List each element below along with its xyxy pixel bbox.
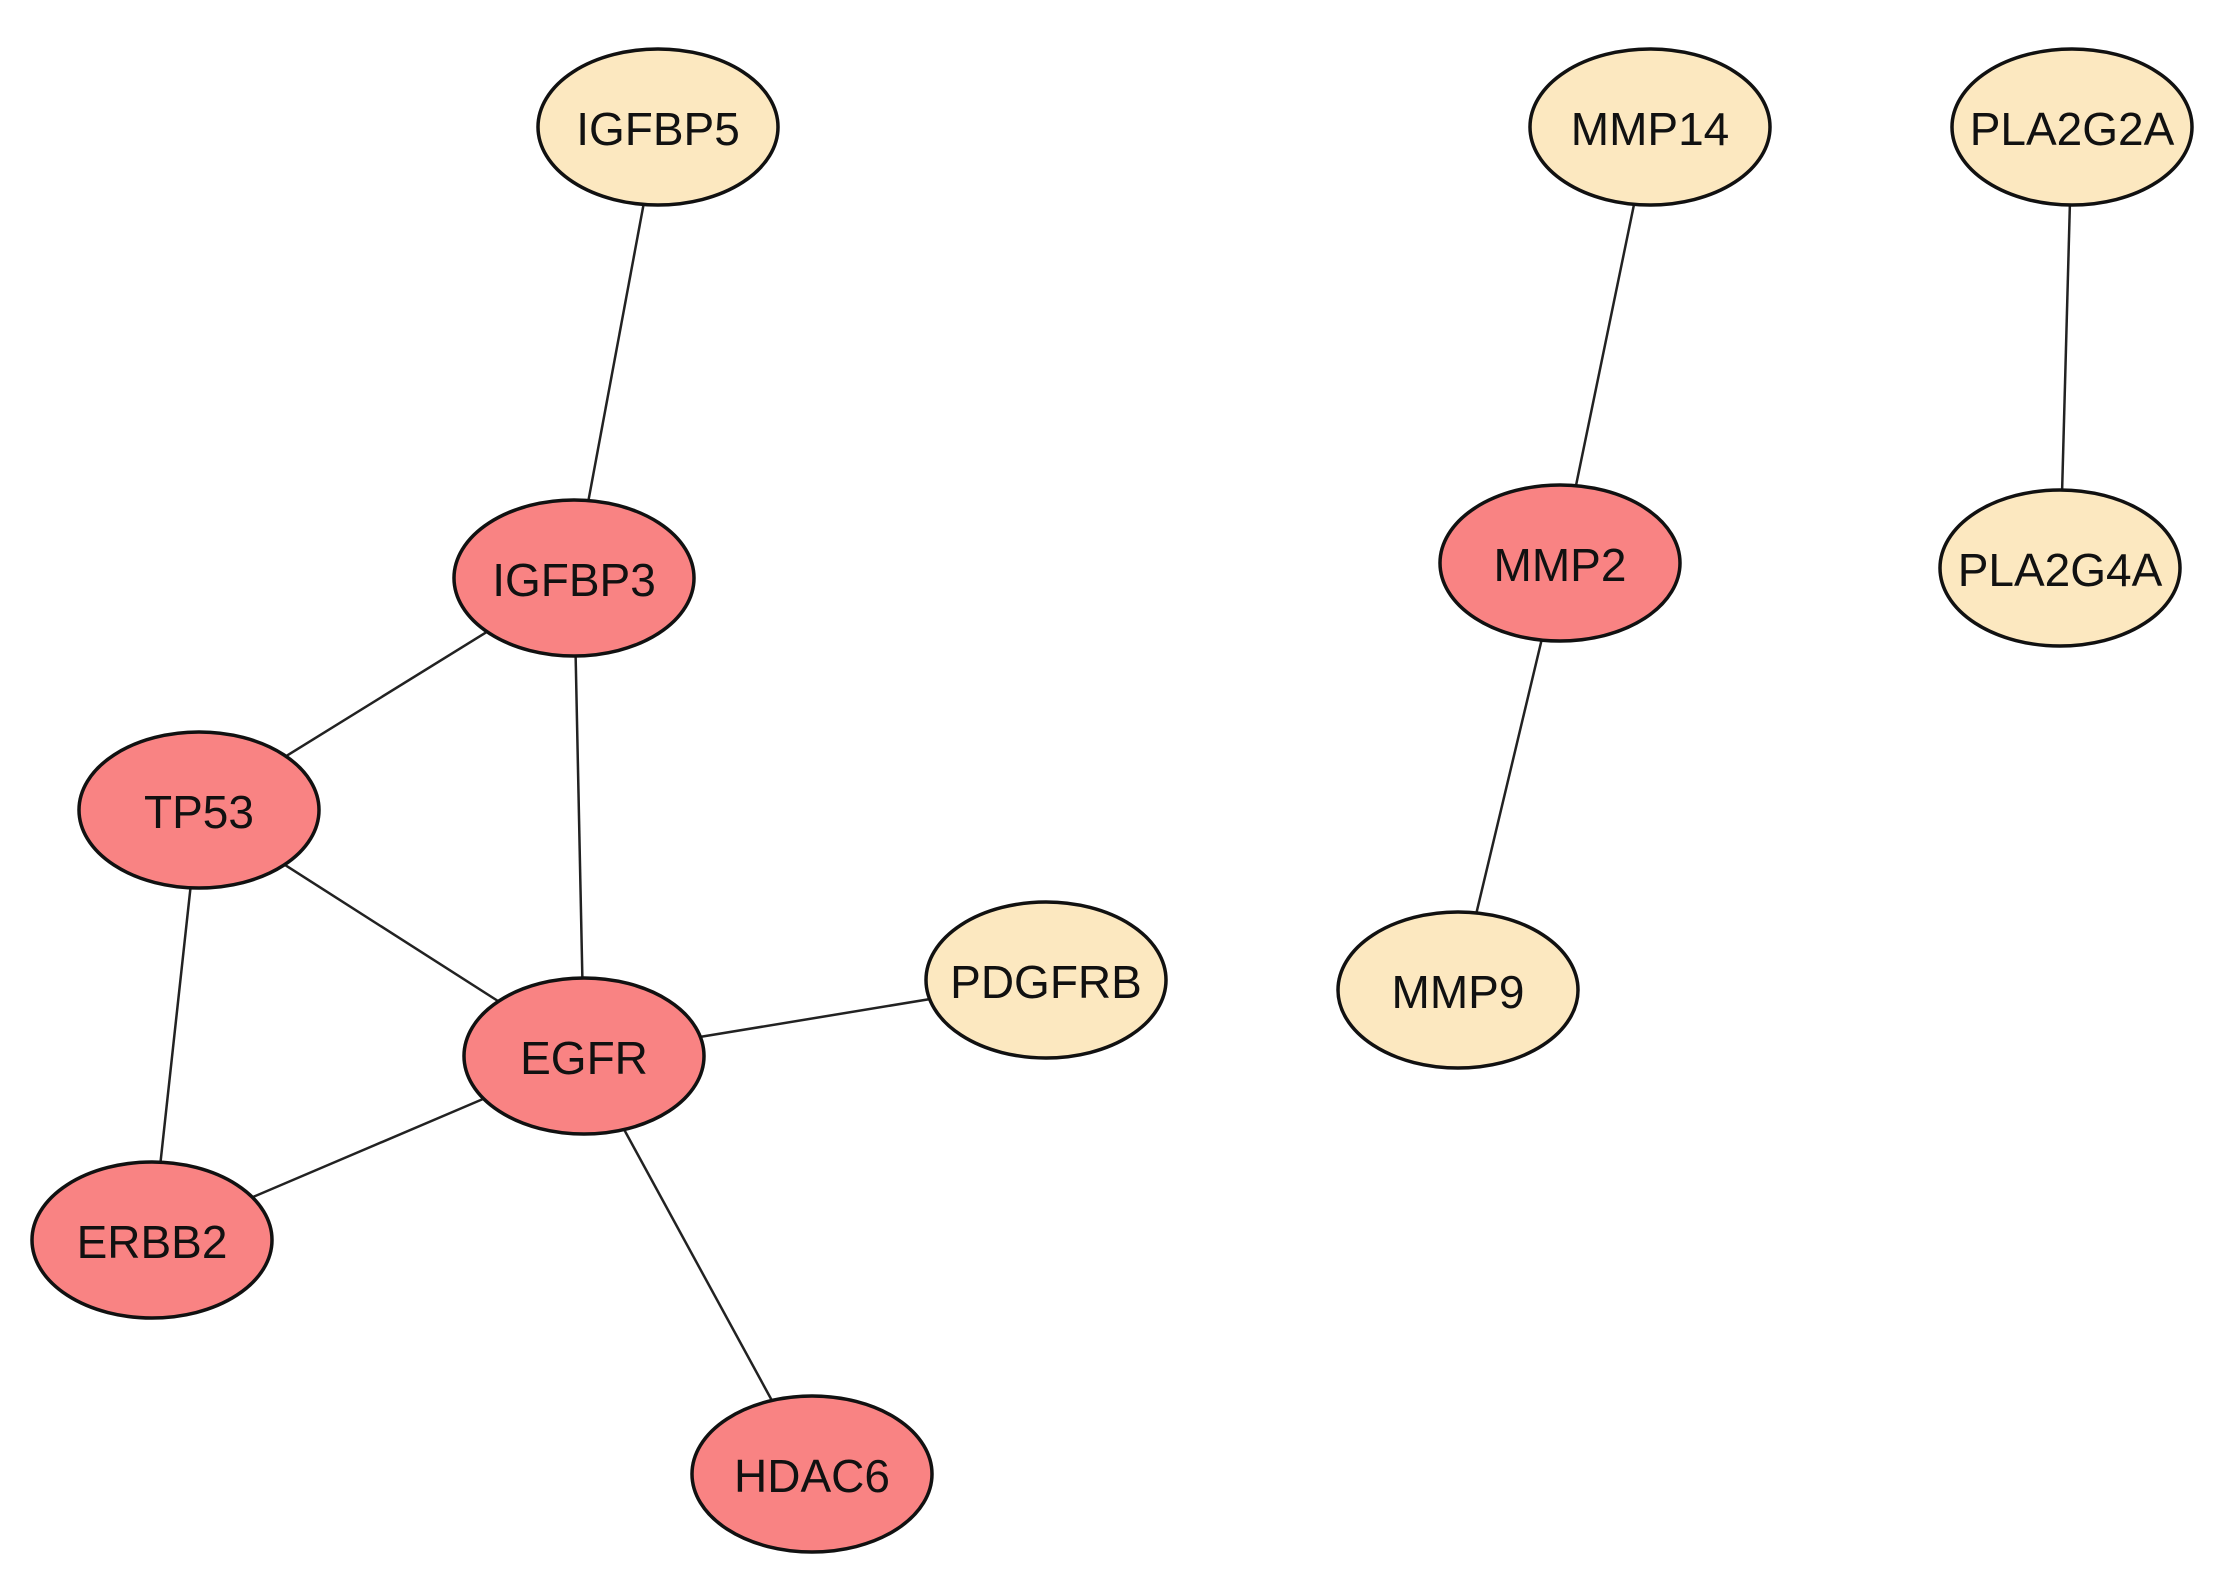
node-ellipse — [1438, 483, 1682, 643]
node-tp53: TP53 — [77, 730, 321, 890]
node-ellipse — [536, 47, 780, 207]
node-ellipse — [30, 1160, 274, 1320]
node-ellipse — [1336, 910, 1580, 1070]
node-ellipse — [690, 1394, 934, 1554]
node-label: MMP14 — [1571, 103, 1729, 155]
node-ellipse — [462, 976, 706, 1136]
node-mmp2: MMP2 — [1438, 483, 1682, 643]
node-erbb2: ERBB2 — [30, 1160, 274, 1320]
node-pdgfrb: PDGFRB — [924, 900, 1168, 1060]
edges-layer — [150, 126, 2074, 1475]
node-ellipse — [924, 900, 1168, 1060]
node-label: IGFBP3 — [492, 554, 656, 606]
node-hdac6: HDAC6 — [690, 1394, 934, 1554]
node-label: ERBB2 — [77, 1216, 228, 1268]
node-label: TP53 — [144, 786, 254, 838]
node-label: IGFBP5 — [576, 103, 740, 155]
node-pla2g2a: PLA2G2A — [1950, 47, 2194, 207]
node-ellipse — [1938, 488, 2182, 648]
node-mmp14: MMP14 — [1528, 47, 1772, 207]
node-label: PLA2G4A — [1958, 544, 2163, 596]
node-pla2g4a: PLA2G4A — [1938, 488, 2182, 648]
node-igfbp5: IGFBP5 — [536, 47, 780, 207]
node-ellipse — [77, 730, 321, 890]
node-egfr: EGFR — [462, 976, 706, 1136]
node-mmp9: MMP9 — [1336, 910, 1580, 1070]
node-label: PLA2G2A — [1970, 103, 2175, 155]
node-ellipse — [1950, 47, 2194, 207]
node-ellipse — [1528, 47, 1772, 207]
node-igfbp3: IGFBP3 — [452, 498, 696, 658]
node-label: PDGFRB — [950, 956, 1142, 1008]
node-label: MMP2 — [1494, 539, 1627, 591]
node-label: HDAC6 — [734, 1450, 890, 1502]
node-label: EGFR — [520, 1032, 648, 1084]
node-label: MMP9 — [1392, 966, 1525, 1018]
node-ellipse — [452, 498, 696, 658]
nodes-layer: IGFBP5 MMP14 PLA2G2A IGFBP3 MMP2 PLA2G4A TP53P… — [30, 47, 2194, 1554]
